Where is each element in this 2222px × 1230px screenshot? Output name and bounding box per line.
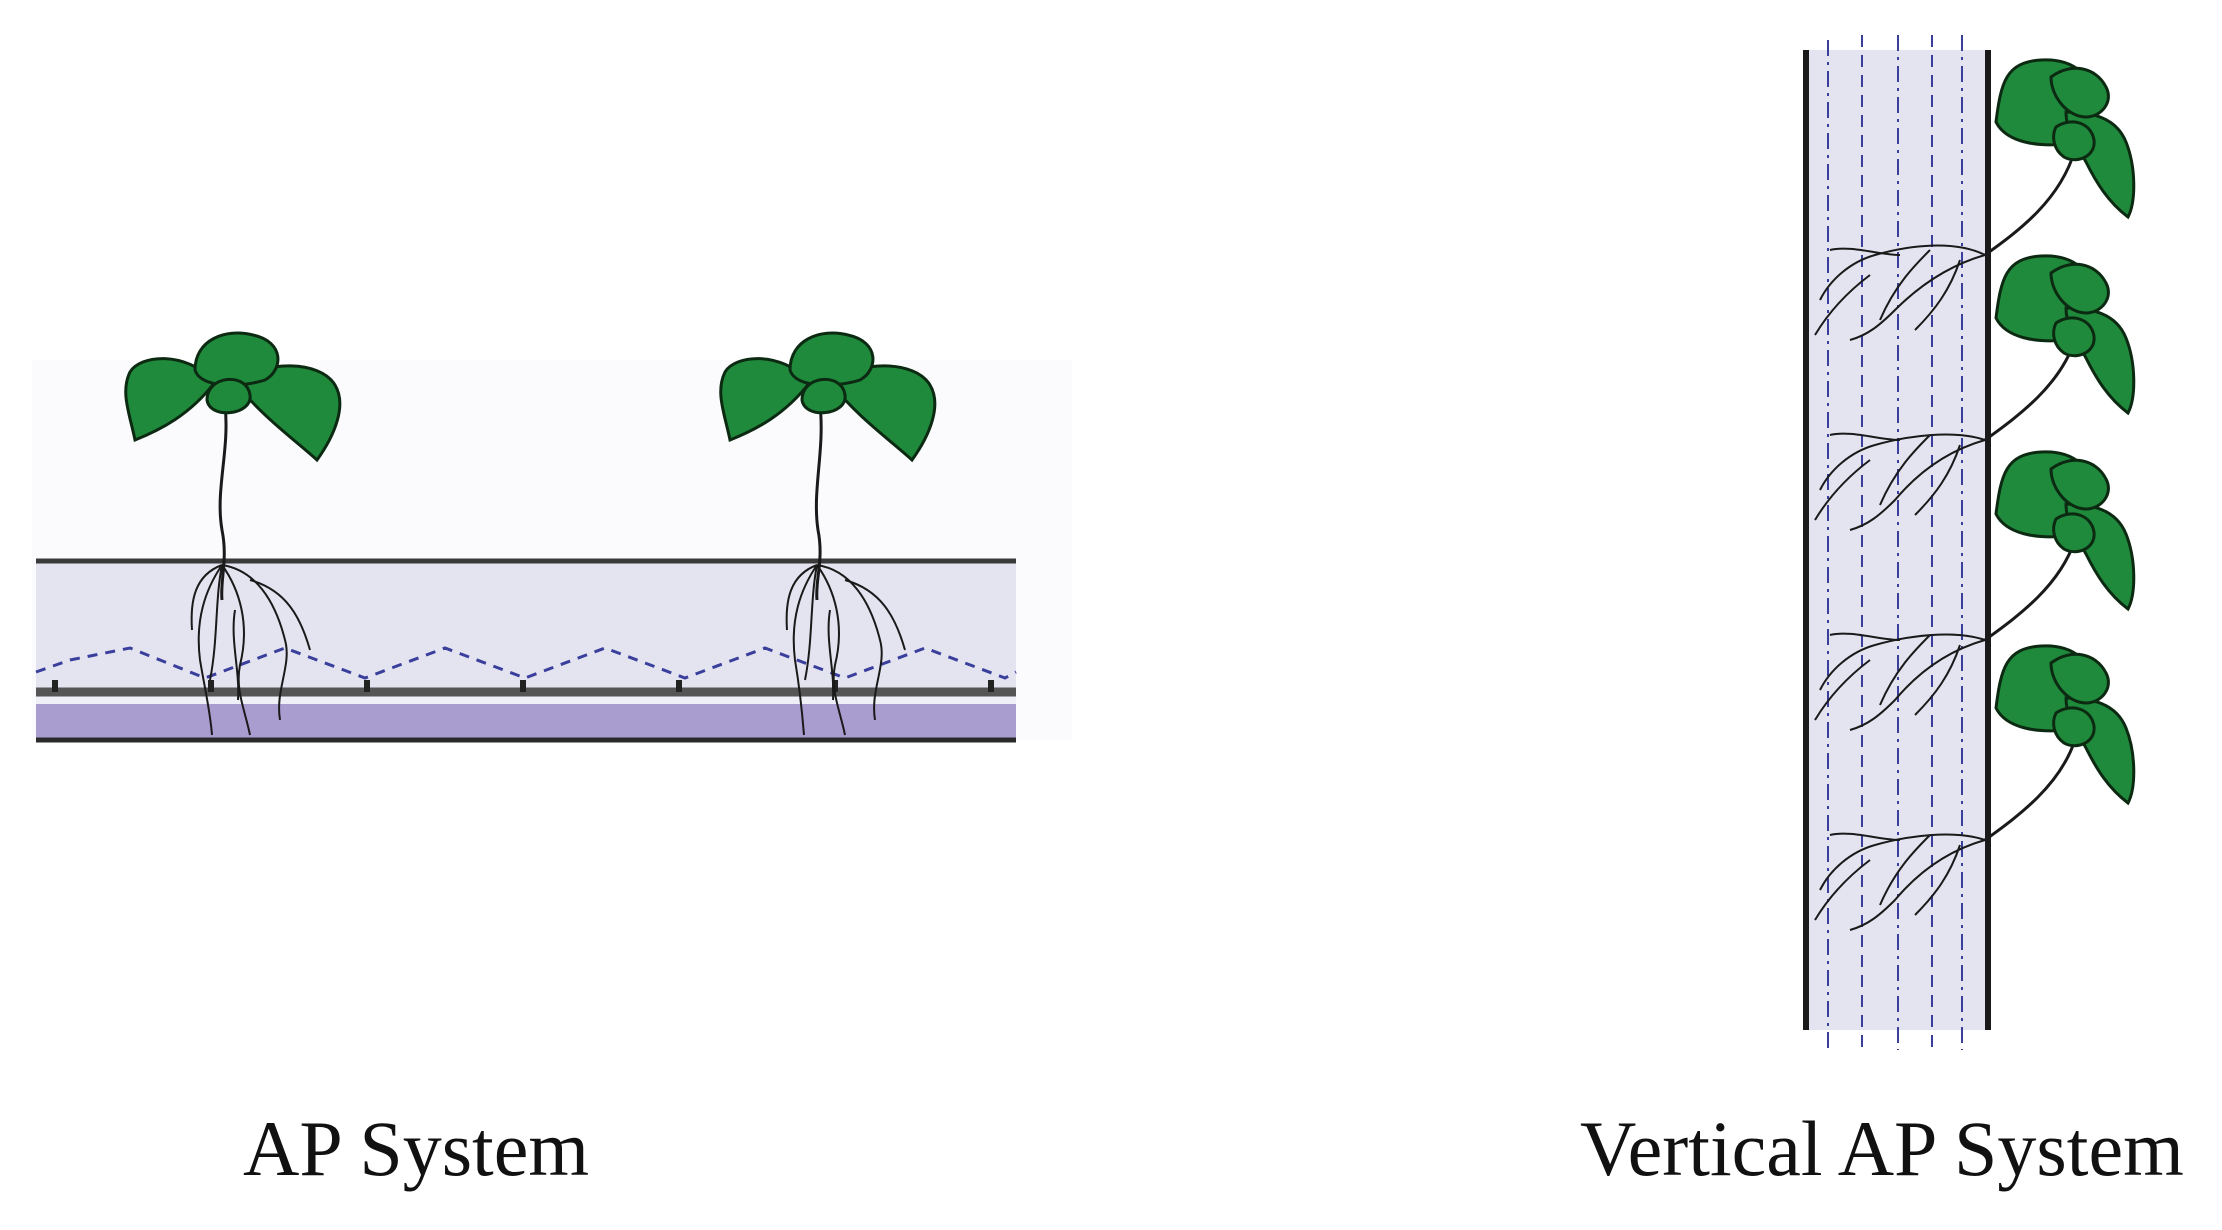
seedling-icon	[1994, 450, 2136, 611]
seedling-icon	[124, 331, 342, 736]
spray-nozzle-icon	[52, 680, 994, 692]
ap-mist-spray-line	[35, 646, 1017, 680]
vertical-mist-lines	[1827, 35, 1963, 1050]
seedling-icon	[719, 331, 937, 736]
vertical-ap-system-illustration	[1803, 35, 2136, 1050]
seedling-icon	[1994, 58, 2136, 219]
ap-system-illustration	[32, 331, 1072, 743]
seedling-icon	[1994, 644, 2136, 805]
seedling-icon	[1994, 254, 2136, 415]
ap-growth-chamber	[36, 558, 1016, 743]
vertical-ap-system-caption: Vertical AP System	[1580, 1105, 2184, 1192]
vertical-root-network	[1814, 244, 1986, 931]
ap-system-caption: AP System	[243, 1105, 590, 1192]
